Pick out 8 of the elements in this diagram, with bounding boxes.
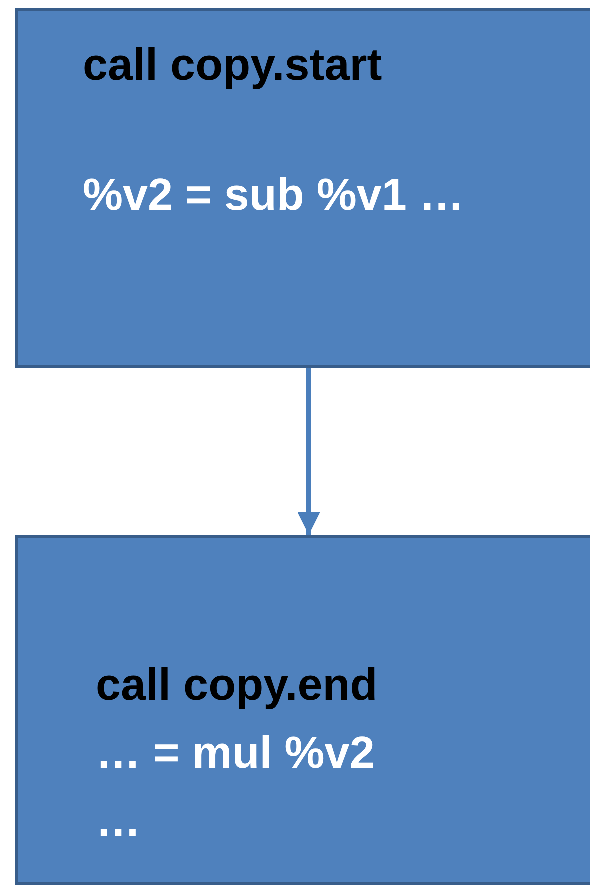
process-box bbox=[15, 535, 590, 885]
code-text: %v2 = sub %v1 … bbox=[83, 168, 464, 222]
arrow bbox=[298, 368, 320, 535]
code-text: … bbox=[96, 794, 141, 848]
call-instruction-text: call copy.start bbox=[83, 38, 382, 92]
process-box bbox=[15, 8, 590, 368]
code-text: … = mul %v2 bbox=[96, 726, 375, 780]
call-instruction-text: call copy.end bbox=[96, 658, 378, 712]
